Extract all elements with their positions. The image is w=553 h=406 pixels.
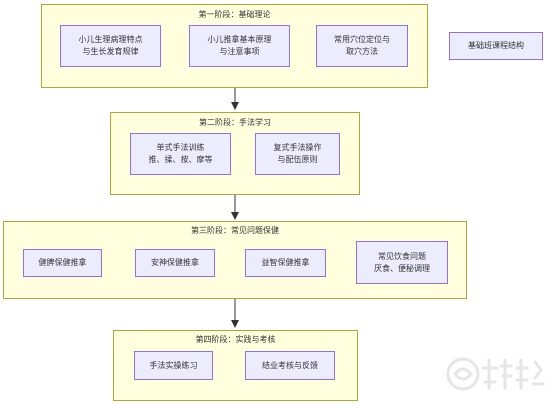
legend-node-label: 基础班课程结构 [468,41,524,50]
node-calming-massage[interactable]: 安神保健推拿 [135,249,215,277]
node-single-techniques[interactable]: 单式手法训练 推、揉、按、摩等 [130,133,231,175]
node-calming-massage-label: 安神保健推拿 [151,258,199,267]
stage-2-title: 第二阶段：手法学习 [199,118,271,127]
node-compound-techniques-line-1: 复式手法操作 [273,143,322,152]
node-intellect-massage-label: 益智保健推拿 [261,258,310,267]
node-principles[interactable]: 小儿推拿基本原理 与注意事项 [189,25,290,67]
node-assessment-label: 结业考核与反馈 [262,360,318,370]
node-diet-problems-line-2: 厌食、便秘调理 [374,263,430,273]
stage-3-title: 第三阶段：常见问题保健 [191,226,279,235]
node-acupoints-line-1: 常用穴位定位与 [334,35,390,44]
legend-node[interactable]: 基础班课程结构 [449,32,543,60]
node-single-techniques-line-1: 单式手法训练 [156,143,205,152]
node-assessment[interactable]: 结业考核与反馈 [245,351,335,380]
node-acupoints[interactable]: 常用穴位定位与 取穴方法 [316,25,408,67]
node-practice-label: 手法实操练习 [149,360,198,370]
node-compound-techniques-line-2: 与配伍原则 [277,155,318,164]
node-principles-line-2: 与注意事项 [219,47,260,56]
node-spleen-massage-label: 健脾保健推拿 [38,258,87,267]
node-diet-problems-line-1: 常见饮食问题 [378,251,426,261]
node-practice[interactable]: 手法实操练习 [134,351,213,380]
node-diet-problems[interactable]: 常见饮食问题 厌食、便秘调理 [356,241,448,284]
stage-4-title: 第四阶段：实践与考核 [195,335,276,344]
stage-1-title: 第一阶段：基础理论 [198,10,271,19]
node-physiology-line-2: 与生长发育规律 [82,47,139,56]
node-physiology-line-1: 小儿生理病理特点 [78,35,143,44]
node-compound-techniques[interactable]: 复式手法操作 与配伍原则 [255,133,340,175]
watermark-logo-icon [446,357,545,391]
node-single-techniques-line-2: 推、揉、按、摩等 [148,155,213,164]
node-spleen-massage[interactable]: 健脾保健推拿 [23,249,102,277]
node-acupoints-line-2: 取穴方法 [346,47,378,56]
node-principles-line-1: 小儿推拿基本原理 [207,35,272,44]
node-physiology[interactable]: 小儿生理病理特点 与生长发育规律 [60,25,161,67]
node-intellect-massage[interactable]: 益智保健推拿 [245,249,326,277]
